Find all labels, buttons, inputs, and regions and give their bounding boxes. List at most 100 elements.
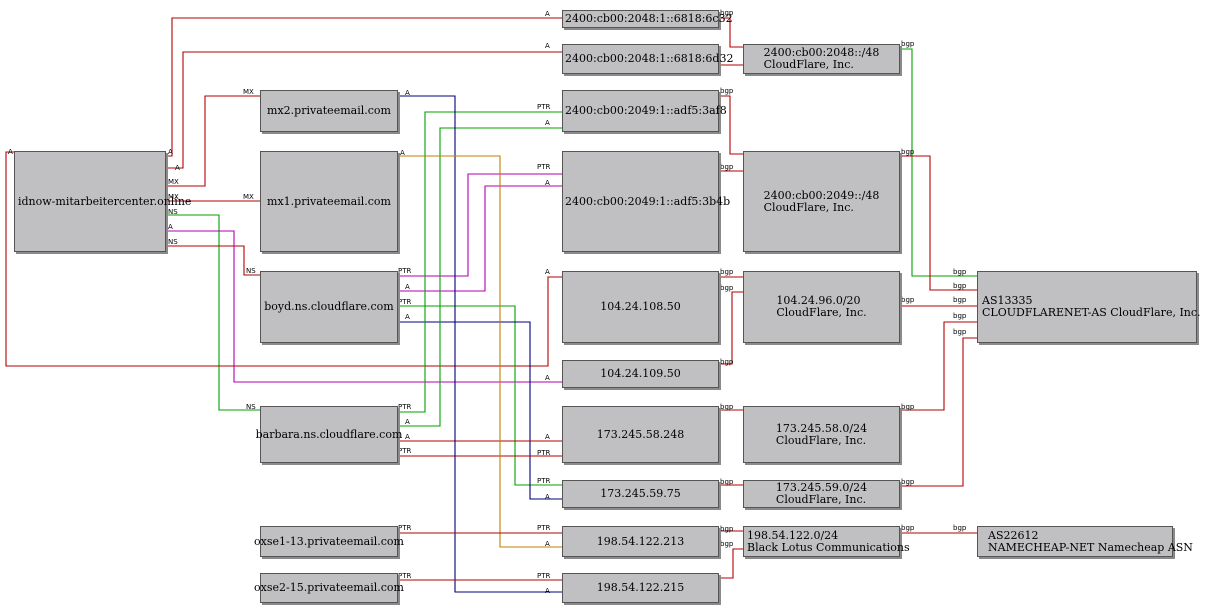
edge-ptr-3b4b xyxy=(398,173,562,277)
node-label: AS22612 NAMECHEAP-NET Namecheap ASN xyxy=(988,528,1193,554)
host-node-barbara[interactable]: barbara.ns.cloudflare.com xyxy=(256,406,402,463)
edge-label: A xyxy=(545,433,550,441)
edge-label: A xyxy=(168,148,173,156)
ip-node-173-245-59-75[interactable]: 173.245.59.75 xyxy=(562,480,719,508)
net-node-173-245-58[interactable]: 173.245.58.0/24 CloudFlare, Inc. xyxy=(743,406,900,463)
edge-label: MX xyxy=(168,193,179,201)
node-label: 104.24.109.50 xyxy=(600,367,681,380)
net-node-104-24-96[interactable]: 104.24.96.0/20 CloudFlare, Inc. xyxy=(743,271,900,343)
edge-a-109 xyxy=(166,230,562,383)
net-node-173-245-59[interactable]: 173.245.59.0/24 CloudFlare, Inc. xyxy=(743,480,900,508)
edge-label: A xyxy=(405,89,410,97)
edge-label: bgp xyxy=(720,540,734,548)
edge-label: A xyxy=(8,148,13,156)
edge-ptr-75 xyxy=(398,305,562,486)
ip-node-adf5-3b4b[interactable]: 2400:cb00:2049:1::adf5:3b4b xyxy=(562,151,730,252)
edge-label: A xyxy=(400,149,405,157)
node-label: AS13335 CLOUDFLARENET-AS CloudFlare, Inc… xyxy=(982,294,1201,319)
edge-a-213 xyxy=(398,155,562,548)
edge-a-108 xyxy=(5,151,562,367)
node-label: 173.245.59.75 xyxy=(600,487,681,500)
ip-node-104-24-109-50[interactable]: 104.24.109.50 xyxy=(562,360,719,388)
edge-a-6c32 xyxy=(166,17,562,157)
edge-label: bgp xyxy=(901,403,915,411)
node-label: 198.54.122.0/24 Black Lotus Communicatio… xyxy=(747,528,910,554)
edge-label: bgp xyxy=(901,148,915,156)
host-node-oxse1[interactable]: oxse1-13.privateemail.com xyxy=(254,526,404,557)
node-label: idnow-mitarbeitercenter.online xyxy=(18,194,192,208)
node-label: 198.54.122.215 xyxy=(596,581,685,594)
edge-label: PTR xyxy=(537,449,550,457)
edge-label: A xyxy=(405,313,410,321)
edge-label: bgp xyxy=(720,284,734,292)
edge-label: PTR xyxy=(398,267,411,275)
edge-label: A xyxy=(405,283,410,291)
edge-label: A xyxy=(405,418,410,426)
edge-label: bgp xyxy=(953,524,967,532)
edge-label: PTR xyxy=(537,477,550,485)
edge-label: bgp xyxy=(901,40,915,48)
node-label: 104.24.108.50 xyxy=(600,300,681,313)
net-node-2049[interactable]: 2400:cb00:2049::/48 CloudFlare, Inc. xyxy=(743,151,900,252)
edge-label: bgp xyxy=(720,163,734,171)
net-node-198-54-122[interactable]: 198.54.122.0/24 Black Lotus Communicatio… xyxy=(743,526,910,557)
edge-ns-boyd xyxy=(166,245,260,276)
node-label: 173.245.58.0/24 CloudFlare, Inc. xyxy=(775,421,868,447)
node-label: 2400:cb00:2048:1::6818:6d32 xyxy=(565,52,734,65)
edge-label: A xyxy=(405,433,410,441)
edge-a-75 xyxy=(398,321,562,500)
edge-a-6d32 xyxy=(166,51,562,169)
host-node-boyd[interactable]: boyd.ns.cloudflare.com xyxy=(260,271,398,343)
edge-label: A xyxy=(545,540,550,548)
edge-label: PTR xyxy=(537,572,550,580)
ip-node-104-24-108-50[interactable]: 104.24.108.50 xyxy=(562,271,719,343)
ip-node-adf5-3af8[interactable]: 2400:cb00:2049:1::adf5:3af8 xyxy=(562,90,727,132)
edge-label: bgp xyxy=(720,87,734,95)
edge-label: A xyxy=(545,374,550,382)
host-node-mx2[interactable]: mx2.privateemail.com xyxy=(260,90,398,132)
edge-label: bgp xyxy=(901,296,915,304)
edge-label: bgp xyxy=(720,268,734,276)
edge-label: PTR xyxy=(537,524,550,532)
ip-node-6818-6c32[interactable]: 2400:cb00:2048:1::6818:6c32 xyxy=(562,10,733,28)
edge-label: PTR xyxy=(398,572,411,580)
edge-label: A xyxy=(175,164,180,172)
edge-bgp-net59 xyxy=(900,337,977,487)
node-label: 2400:cb00:2048::/48 CloudFlare, Inc. xyxy=(763,46,880,71)
edge-label: A xyxy=(545,493,550,501)
node-label: 2400:cb00:2049::/48 CloudFlare, Inc. xyxy=(763,188,880,214)
edge-label: bgp xyxy=(720,9,734,17)
node-label: oxse1-13.privateemail.com xyxy=(254,534,404,548)
ip-node-6818-6d32[interactable]: 2400:cb00:2048:1::6818:6d32 xyxy=(562,44,733,74)
net-node-2048[interactable]: 2400:cb00:2048::/48 CloudFlare, Inc. xyxy=(743,44,900,74)
edge-label: A xyxy=(545,179,550,187)
edge-label: NS xyxy=(246,267,256,275)
asn-node-13335[interactable]: AS13335 CLOUDFLARENET-AS CloudFlare, Inc… xyxy=(977,271,1201,343)
edge-label: MX xyxy=(168,178,179,186)
node-label: 2400:cb00:2049:1::adf5:3b4b xyxy=(565,194,731,208)
edge-label: A xyxy=(545,268,550,276)
host-node-mx1[interactable]: mx1.privateemail.com xyxy=(260,151,398,252)
edge-label: bgp xyxy=(953,282,967,290)
domain-node-idnow[interactable]: idnow-mitarbeitercenter.online xyxy=(14,151,191,252)
edge-ptr-3af8 xyxy=(398,111,562,413)
edge-a-215 xyxy=(398,95,562,593)
edge-label: bgp xyxy=(953,268,967,276)
host-node-oxse2[interactable]: oxse2-15.privateemail.com xyxy=(254,573,404,603)
node-label: 173.245.58.248 xyxy=(596,427,685,441)
edge-a-3af8 xyxy=(398,127,562,427)
edge-label: NS xyxy=(168,208,178,216)
ip-node-198-54-122-215[interactable]: 198.54.122.215 xyxy=(562,573,719,603)
edge-label: PTR xyxy=(398,298,411,306)
node-label: barbara.ns.cloudflare.com xyxy=(255,427,403,441)
edge-label: PTR xyxy=(537,103,550,111)
edge-label: A xyxy=(545,587,550,595)
asn-node-22612[interactable]: AS22612 NAMECHEAP-NET Namecheap ASN xyxy=(977,526,1193,557)
edge-label: MX xyxy=(243,88,254,96)
edge-label: bgp xyxy=(901,524,915,532)
ip-node-173-245-58-248[interactable]: 173.245.58.248 xyxy=(562,406,719,463)
ip-node-198-54-122-213[interactable]: 198.54.122.213 xyxy=(562,526,719,557)
edge-bgp-net58 xyxy=(900,321,977,411)
